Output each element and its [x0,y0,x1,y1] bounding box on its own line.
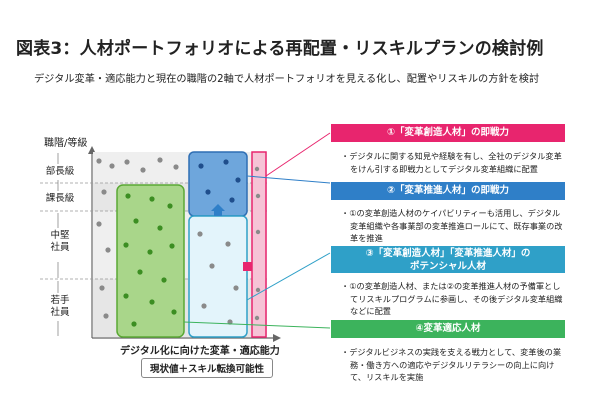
x-axis-arrow [273,334,281,342]
panel-2-header: ②「変革推進人材」の即戦力 [331,182,565,200]
panel-3-bullet: ・①の変革創造人材、または②の変革推進人材の予備軍としてリスキルプログラムに参画… [341,281,563,316]
upward-arrow-head [211,204,225,211]
panel-2-body: ・①の変革創造人材のケイパビリティーも活用し、デジタル変革組織や各事業部の変革推… [341,207,563,245]
x-axis-sublabel: 現状値＋スキル転換可能性 [141,358,274,378]
dots-green [123,193,177,327]
panel-3-text: ①の変革創造人材、または②の変革推進人材の予備軍としてリスキルプログラムに参画し… [349,281,563,316]
page-subtitle: デジタル変革・適応能力と現在の職階の2軸で人材ポートフォリオを見える化し、配置や… [34,74,540,85]
connector-pink [265,132,331,177]
pink-marker [243,262,252,271]
panel-2-text: ①の変革創造人材のケイパビリティーも活用し、デジタル変革組織や各事業部の変革推進… [349,208,563,243]
y-tick-chuken: 中堅 社員 [50,230,70,253]
y-axis-label: 職階/等級 [44,138,88,149]
panel-1-header: ①「変革創造人材」の即戦力 [331,124,565,142]
y-tick-bucho: 部長級 [40,166,80,178]
panel-1-body: ・デジタルに関する知見や経験を有し、全社のデジタル変革をけん引する即戦力としてデ… [341,150,563,175]
group-pink-column [251,151,267,338]
x-axis-label: デジタル化に向けた変革・適応能力 [120,346,280,357]
connector-green [183,321,331,329]
page-title: 図表3：人材ポートフォリオによる再配置・リスキルプランの検討例 [16,39,544,59]
connector-blue [246,175,331,184]
y-tick-kacho: 課長級 [40,193,80,205]
y-tick-wakate: 若手 社員 [50,295,70,318]
y-tick-label: 課長級 [45,193,75,204]
y-tick-label: 部長級 [45,166,75,177]
panel-2-bullet: ・①の変革創造人材のケイパビリティーも活用し、デジタル変革組織や各事業部の変革推… [341,208,563,243]
dots-lightblue [197,231,239,325]
dots-blue [198,159,241,203]
connector-lightblue [246,252,331,301]
panel-1-text: デジタルに関する知見や経験を有し、全社のデジタル変革をけん引する即戦力としてデジ… [349,151,562,174]
panel-3-header: ③「変革創造人材」「変革推進人材」の ポテンシャル人材 [331,246,565,273]
dots-gray [96,157,261,321]
panel-1-bullet: ・デジタルに関する知見や経験を有し、全社のデジタル変革をけん引する即戦力としてデ… [341,151,562,174]
panel-3-body: ・①の変革創造人材、または②の変革推進人材の予備軍としてリスキルプログラムに参画… [341,280,563,318]
upward-arrow-stem [214,210,222,216]
panel-4-bullet: ・デジタルビジネスの実践を支える戦力として、変革後の業務・働き方への適応やデジタ… [341,347,562,382]
panel-4-body: ・デジタルビジネスの実践を支える戦力として、変革後の業務・働き方への適応やデジタ… [341,346,563,384]
group-green-box [116,184,185,338]
panel-4-text: デジタルビジネスの実践を支える戦力として、変革後の業務・働き方への適応やデジタル… [349,347,562,382]
panel-4-header: ④変革適応人材 [331,320,565,338]
